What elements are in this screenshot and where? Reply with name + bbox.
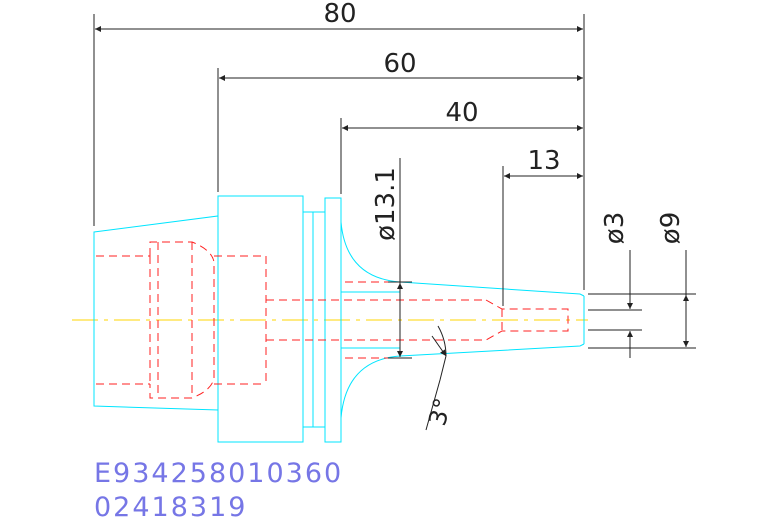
hidden-lines bbox=[96, 241, 569, 399]
dim-text-diameter-3: ø3 bbox=[600, 212, 630, 244]
dim-text-40: 40 bbox=[445, 98, 478, 128]
angle-leader bbox=[425, 355, 447, 431]
dim-text-80: 80 bbox=[323, 0, 356, 29]
dim-text-13: 13 bbox=[527, 146, 560, 176]
part-code-primary: E934258010360 bbox=[94, 458, 344, 489]
dim-text-60: 60 bbox=[383, 49, 416, 79]
nose-lower bbox=[340, 343, 585, 419]
dim-text-diameter-13: ø13.1 bbox=[371, 167, 401, 241]
angle-arc bbox=[437, 325, 447, 357]
dimension-lines bbox=[93, 14, 696, 431]
dim-text-angle: 3° bbox=[423, 395, 457, 429]
part-outline bbox=[93, 195, 585, 443]
dim-text-diameter-9: ø9 bbox=[656, 212, 686, 244]
collar bbox=[324, 197, 342, 443]
shank-taper bbox=[93, 215, 219, 411]
part-code-secondary: 02418319 bbox=[94, 492, 248, 523]
flange bbox=[217, 195, 304, 443]
